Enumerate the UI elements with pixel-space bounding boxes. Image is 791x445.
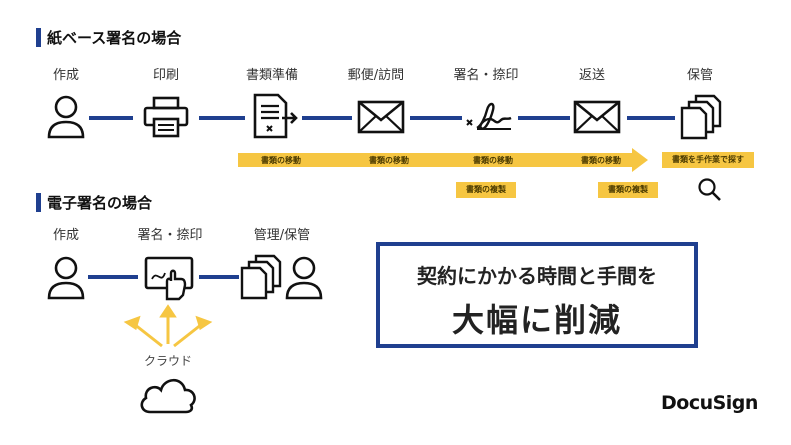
cloud-icon [140, 378, 196, 414]
section-marker [36, 193, 41, 212]
paper-section-title: 紙ベース署名の場合 [36, 27, 181, 48]
docusign-logo: DocuSign [661, 392, 758, 414]
flow-connector [199, 275, 239, 279]
flow-connector [89, 116, 133, 120]
envelope-icon [357, 100, 405, 134]
flow-connector [199, 116, 245, 120]
cloud-label: クラウド [143, 354, 192, 368]
person-icon [285, 256, 323, 300]
section-marker [36, 28, 41, 47]
paper-step-label: 署名・捺印 [453, 68, 519, 83]
documents-stack-icon [680, 94, 722, 140]
move-document-tag: 書類の移動 [473, 156, 513, 165]
electronic-section-title: 電子署名の場合 [36, 192, 152, 213]
document-icon [253, 93, 298, 139]
callout-line2: 大幅に削減 [451, 301, 622, 339]
move-document-tag: 書類の移動 [369, 156, 409, 165]
electronic-step-label: 管理/保管 [253, 228, 311, 243]
callout-line1: 契約にかかる時間と手間を [417, 264, 657, 288]
person-icon [47, 95, 85, 139]
magnifier-icon [698, 178, 721, 201]
flow-arrow-band [238, 148, 648, 172]
paper-title-text: 紙ベース署名の場合 [47, 29, 182, 47]
duplicate-document-tag: 書類の複製 [598, 182, 658, 198]
person-icon [47, 256, 85, 300]
paper-step-label: 書類準備 [245, 68, 298, 83]
flow-connector [518, 116, 570, 120]
flow-connector [88, 275, 138, 279]
summary-callout: 契約にかかる時間と手間を 大幅に削減 [376, 242, 698, 348]
tablet-sign-icon [144, 256, 194, 301]
electronic-title-text: 電子署名の場合 [47, 194, 153, 212]
electronic-step-label: 署名・捺印 [137, 228, 203, 243]
duplicate-document-tag: 書類の複製 [456, 182, 516, 198]
printer-icon [143, 96, 189, 138]
flow-connector [302, 116, 352, 120]
move-document-tag: 書類の移動 [581, 156, 621, 165]
flow-connector [410, 116, 462, 120]
move-document-tag: 書類の移動 [261, 156, 301, 165]
signature-icon [466, 102, 512, 130]
flow-connector [627, 116, 675, 120]
paper-step-label: 返送 [578, 68, 605, 83]
sync-arrows-icon [123, 304, 213, 348]
documents-stack-icon [240, 254, 282, 300]
manual-search-tag: 書類を手作業で探す [662, 152, 754, 168]
paper-step-label: 郵便/訪問 [347, 68, 405, 83]
paper-step-label: 保管 [686, 68, 713, 83]
electronic-step-label: 作成 [52, 228, 79, 243]
paper-step-label: 印刷 [152, 68, 179, 83]
envelope-icon [573, 100, 621, 134]
paper-step-label: 作成 [52, 68, 79, 83]
